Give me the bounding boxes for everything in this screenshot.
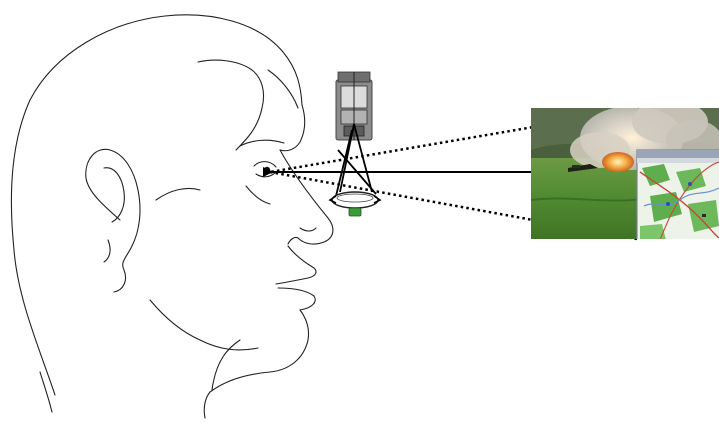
neck-back xyxy=(40,372,52,412)
eye-icon xyxy=(254,162,276,177)
skull-outline xyxy=(11,15,302,395)
jaw-inner xyxy=(150,300,258,350)
scene-photo xyxy=(531,100,719,242)
lower-lip xyxy=(278,288,315,310)
nostril xyxy=(300,228,316,231)
brow xyxy=(240,140,284,146)
ear xyxy=(86,149,140,292)
hairline-front xyxy=(268,70,298,108)
cheekbone xyxy=(156,188,200,200)
map-window xyxy=(637,150,719,242)
head-profile xyxy=(11,15,333,418)
upper-lip xyxy=(276,246,316,284)
display-module-icon xyxy=(336,72,372,140)
forehead xyxy=(280,105,305,151)
nose xyxy=(280,150,333,244)
cheek-line xyxy=(246,186,270,204)
eyepiece-lens-icon xyxy=(330,192,380,216)
hairline xyxy=(198,60,264,150)
chin xyxy=(204,310,308,418)
